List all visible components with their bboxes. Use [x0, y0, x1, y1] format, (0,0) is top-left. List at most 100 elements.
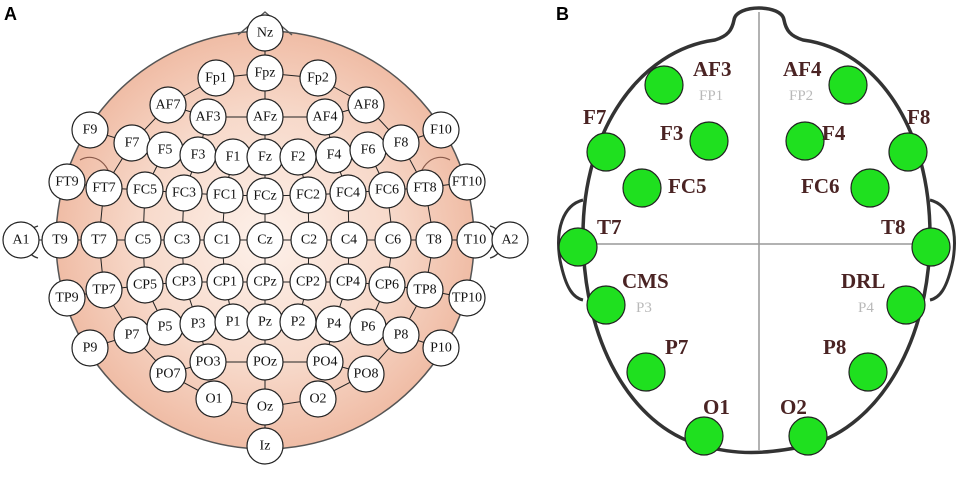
electrode-label: Cz: [257, 233, 273, 248]
electrode-b-t7: T7: [558, 215, 622, 267]
electrode-label: Fp1: [205, 71, 227, 86]
electrode-b-f4: F4: [785, 121, 846, 161]
electrode-b-label: AF4: [783, 57, 822, 81]
electrode-label: F4: [327, 148, 342, 163]
electrode-label: O2: [309, 392, 326, 407]
electrode-label: T8: [426, 233, 442, 248]
electrode-circle: [491, 221, 529, 259]
electrode-circle: [246, 177, 284, 215]
electrode-nz: Nz: [246, 14, 284, 52]
electrode-b-dot: [644, 65, 684, 105]
electrode-label: P1: [226, 315, 241, 330]
electrode-circle: [71, 111, 109, 149]
electrode-label: CP4: [336, 275, 360, 290]
nose: [237, 11, 293, 36]
electrode-circle: [48, 279, 86, 317]
electrode-circle: [415, 221, 453, 259]
electrode-label: CP5: [133, 278, 157, 293]
electrode-circle: [41, 221, 79, 259]
electrode-p9: P9: [71, 329, 109, 367]
electrode-label: FT8: [413, 181, 436, 196]
electrode-p4: P4: [315, 305, 353, 343]
electrode-b-dot: [586, 132, 626, 172]
electrode-label: CP6: [375, 278, 399, 293]
electrode-label: AF7: [156, 98, 181, 113]
electrode-label: FC6: [375, 183, 399, 198]
electrode-label: AFz: [253, 110, 277, 125]
electrode-b-dot: [684, 416, 724, 456]
electrode-label: P2: [291, 315, 306, 330]
electrode-label: F2: [291, 150, 306, 165]
electrode-label: Fz: [258, 150, 272, 165]
electrode-iz: Iz: [246, 427, 284, 465]
right-ear-b: [929, 198, 956, 302]
electrode-b-dot: [558, 227, 598, 267]
electrode-b-o1: O1: [684, 395, 730, 456]
electrode-b-label: F7: [583, 105, 606, 129]
electrode-b-sublabel: FP1: [699, 88, 723, 104]
electrode-f9: F9: [71, 111, 109, 149]
electrode-circle: [189, 343, 227, 381]
electrode-b-dot: [848, 352, 888, 392]
electrode-label: Iz: [260, 439, 271, 454]
electrode-a2: A2: [491, 221, 529, 259]
electrode-b-label: T8: [881, 215, 906, 239]
electrode-label: TP8: [413, 283, 436, 298]
electrode-circle: [246, 98, 284, 136]
electrode-p6: P6: [349, 308, 387, 346]
electrode-t9: T9: [41, 221, 79, 259]
panel-b-letter: B: [556, 4, 569, 24]
electrode-oz: Oz: [246, 388, 284, 426]
electrode-label: POz: [253, 355, 277, 370]
electrode-tp7: TP7: [85, 271, 123, 309]
electrode-label: C6: [385, 233, 401, 248]
electrode-b-f7: F7: [583, 105, 626, 172]
electrode-b-label: O2: [780, 395, 807, 419]
electrode-b-label: T7: [597, 215, 622, 239]
electrode-label: PO3: [196, 355, 221, 370]
electrode-c3: C3: [163, 221, 201, 259]
electrode-af7: AF7: [149, 86, 187, 124]
electrode-fpz: Fpz: [246, 54, 284, 92]
electrode-circle: [203, 221, 241, 259]
electrode-label: C3: [174, 233, 190, 248]
electrode-b-label: CMS: [622, 269, 669, 293]
electrode-f1: F1: [214, 138, 252, 176]
electrode-f8: F8: [382, 124, 420, 162]
electrode-tp10: TP10: [448, 279, 486, 317]
electrode-p2: P2: [279, 303, 317, 341]
electrode-tp9: TP9: [48, 279, 86, 317]
electrode-label: T7: [91, 233, 107, 248]
electrode-circle: [246, 14, 284, 52]
electrode-p1: P1: [214, 303, 252, 341]
electrode-label: Pz: [258, 315, 272, 330]
electrode-circle: [206, 263, 244, 301]
electrode-label: P4: [327, 317, 342, 332]
electrode-label: AF3: [196, 110, 221, 125]
electrode-circle: [80, 221, 118, 259]
electrode-b-p7: P7: [626, 335, 688, 392]
electrode-f6: F6: [349, 131, 387, 169]
electrode-label: F1: [226, 150, 241, 165]
electrode-label: P3: [191, 317, 206, 332]
electrode-label: C4: [341, 233, 357, 248]
electrode-b-dot: [689, 121, 729, 161]
electrode-fc1: FC1: [206, 176, 244, 214]
electrode-label: Nz: [257, 26, 273, 41]
electrode-circle: [406, 169, 444, 207]
electrode-circle: [165, 263, 203, 301]
electrode-circle: [306, 98, 344, 136]
electrode-b-dot: [626, 352, 666, 392]
electrode-circle: [126, 266, 164, 304]
electrode-b-dot: [888, 132, 928, 172]
electrode-t8: T8: [415, 221, 453, 259]
electrode-label: TP7: [92, 283, 115, 298]
electrode-c1: C1: [203, 221, 241, 259]
electrode-label: F6: [361, 143, 376, 158]
electrode-circle: [85, 169, 123, 207]
electrode-ft9: FT9: [48, 163, 86, 201]
electrode-circle: [206, 176, 244, 214]
